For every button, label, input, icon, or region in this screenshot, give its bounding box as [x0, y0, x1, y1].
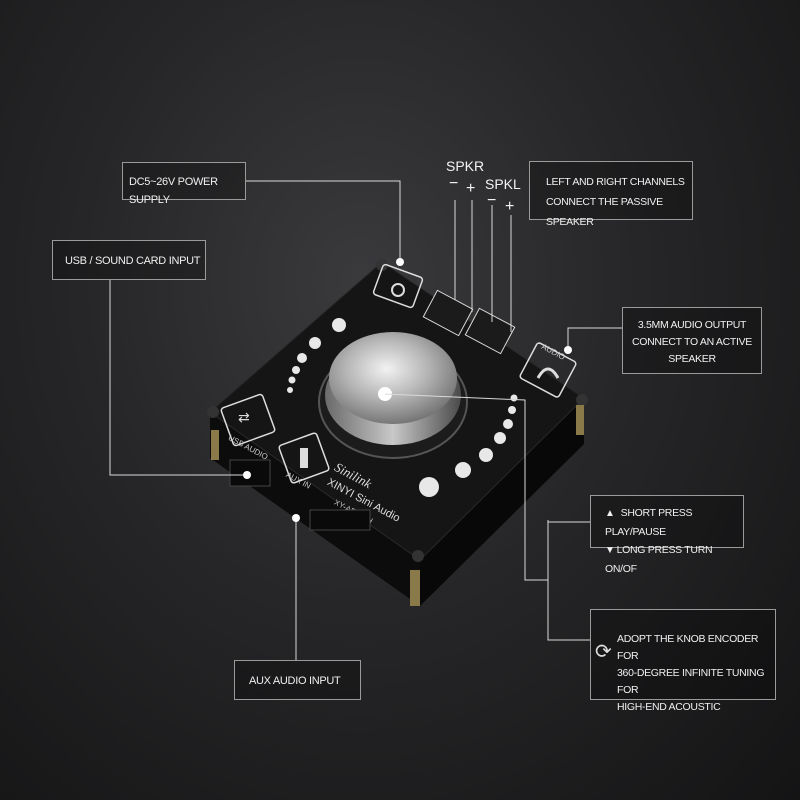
led — [419, 477, 439, 497]
spkr-terminal-tag: SPKR — [446, 158, 485, 174]
connector-block — [309, 509, 371, 531]
aux-jack-icon — [300, 448, 308, 468]
audio-output-text-3: SPEAKER — [668, 353, 716, 365]
long-press-text: LONG PRESS TURN ON/OF — [605, 544, 713, 575]
arrow-down-icon: ▼ — [605, 545, 615, 556]
audio-output-text-2: CONNECT TO AN ACTIVE — [631, 336, 753, 348]
power-port-icon — [372, 263, 424, 309]
led — [503, 419, 513, 429]
usb-input-text: USB / SOUND CARD INPUT — [65, 255, 201, 267]
board-side-right — [420, 398, 584, 606]
spkr-minus-sign: − — [449, 175, 459, 192]
knob-encoder-text-1: ADOPT THE KNOB ENCODER FOR — [617, 633, 759, 662]
spacer — [576, 405, 584, 435]
power-supply-label: DC5~26V POWER SUPPLY — [122, 162, 246, 206]
led — [510, 394, 518, 402]
spkl-minus-sign: − — [487, 192, 497, 209]
led — [297, 353, 307, 363]
led — [455, 462, 471, 478]
knob-top — [329, 332, 457, 424]
speaker-channels-text-2: CONNECT THE PASSIVE SPEAKER — [546, 196, 663, 228]
power-jack-icon — [391, 283, 405, 297]
screw — [207, 406, 219, 418]
endpoint-dot — [396, 258, 404, 266]
led — [287, 387, 293, 393]
spkl-plus-sign: + — [505, 198, 515, 215]
spkr-plus-sign: + — [466, 180, 476, 197]
knob-encoder-text-2: 360-DEGREE INFINITE TUNING FOR — [617, 667, 765, 696]
led — [292, 366, 300, 374]
leader-line-usb — [109, 279, 247, 476]
led — [309, 337, 321, 349]
led — [332, 318, 346, 332]
spacer — [211, 430, 219, 460]
led-indicators — [287, 318, 518, 497]
terminal-block-left — [464, 307, 516, 355]
usb-port-icon — [220, 393, 276, 447]
spkl-terminal-tag: SPKL — [485, 176, 521, 192]
aux-input-text: AUX AUDIO INPUT — [249, 675, 341, 687]
speaker-channels-label: LEFT AND RIGHT CHANNELS CONNECT THE PASS… — [529, 161, 693, 228]
led — [508, 406, 516, 414]
led — [494, 432, 506, 444]
audio-output-label: 3.5MM AUDIO OUTPUT CONNECT TO AN ACTIVE … — [622, 307, 762, 374]
audio-out-port-icon — [519, 342, 577, 398]
leader-line-press — [384, 393, 590, 581]
short-press-text: SHORT PRESS PLAY/PAUSE — [605, 507, 693, 538]
aux-input-label: AUX AUDIO INPUT — [234, 660, 361, 700]
headphone-icon — [536, 367, 560, 379]
leader-line-knob — [547, 520, 590, 641]
usb-symbol-icon: ⇄ — [238, 410, 250, 426]
board-print-audio: AUDIO — [540, 342, 567, 362]
knob-encoder-label: ⟳ ADOPT THE KNOB ENCODER FOR 360-DEGREE … — [590, 609, 776, 713]
arrow-up-icon: ▲ — [605, 508, 615, 519]
press-function-row-1: ▲SHORT PRESS PLAY/PAUSE — [605, 504, 739, 541]
leader-line-audio-out — [567, 327, 622, 348]
aux-port-icon — [278, 432, 330, 484]
speaker-channels-text-1: LEFT AND RIGHT CHANNELS — [546, 176, 685, 188]
endpoint-dot — [243, 471, 251, 479]
press-function-label: ▲SHORT PRESS PLAY/PAUSE ▼LONG PRESS TURN… — [590, 495, 744, 575]
endpoint-dot — [292, 514, 300, 522]
rotate-icon: ⟳ — [595, 641, 612, 663]
screw — [576, 394, 588, 406]
press-function-row-2: ▼LONG PRESS TURN ON/OF — [605, 541, 739, 578]
endpoint-dot — [564, 346, 572, 354]
power-supply-text: DC5~26V POWER SUPPLY — [129, 176, 218, 206]
screw — [412, 550, 424, 562]
audio-output-text-1: 3.5MM AUDIO OUTPUT — [637, 319, 747, 331]
usb-input-label: USB / SOUND CARD INPUT — [52, 240, 206, 280]
screw — [376, 259, 388, 271]
leader-line-power — [245, 180, 401, 262]
knob-encoder-text-3: HIGH-END ACOUSTIC — [617, 701, 721, 713]
spacer — [410, 570, 420, 606]
led — [479, 448, 493, 462]
leader-endpoints — [243, 258, 572, 522]
leader-lines — [109, 180, 622, 660]
led — [288, 376, 296, 384]
